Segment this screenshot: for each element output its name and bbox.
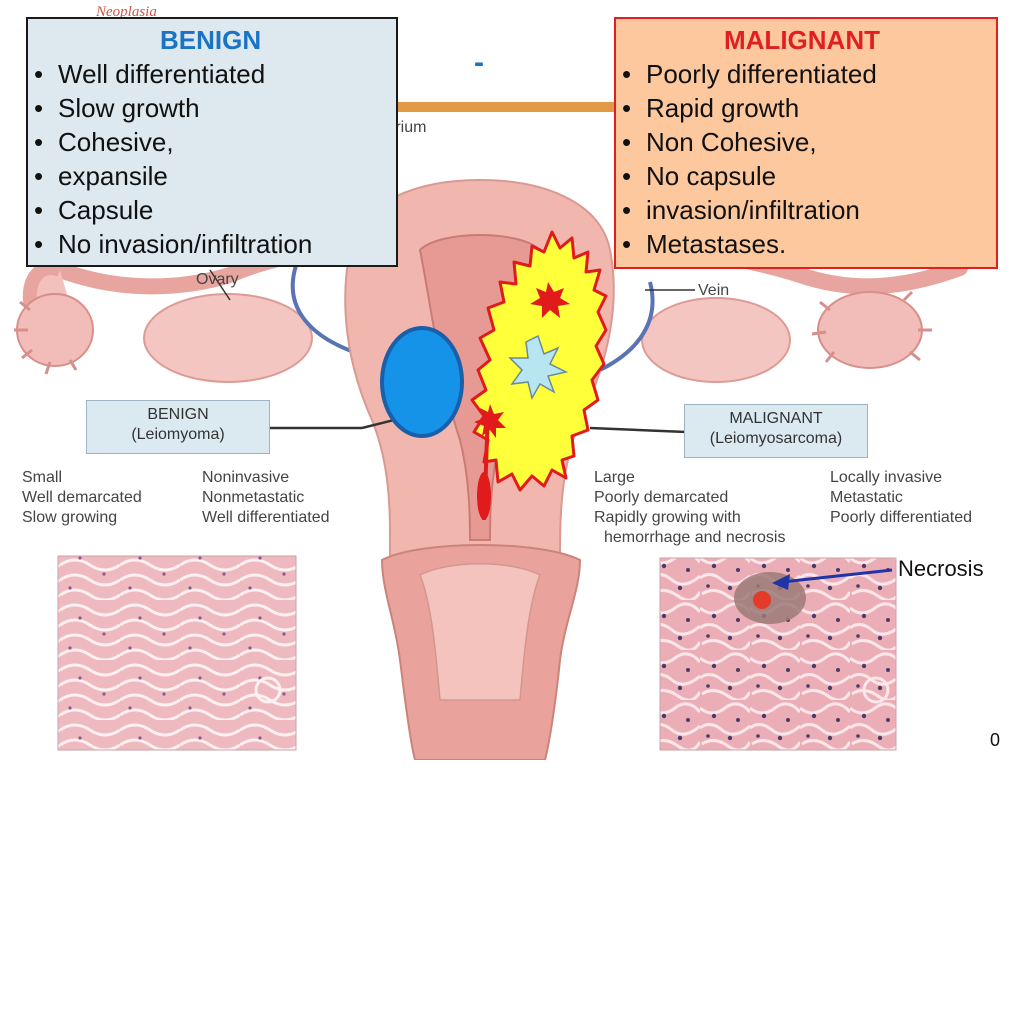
benign-box-list: •Well differentiated •Slow growth •Cohes… (34, 57, 396, 261)
malignant-feature: Poorly differentiated (830, 509, 973, 526)
benign-box-item: •Well differentiated (34, 59, 266, 89)
benign-features-col2: Noninvasive Nonmetastatic Well different… (202, 468, 329, 528)
benign-tumor-icon (380, 326, 464, 438)
malignant-features-col2: Locally invasive Metastatic Poorly diffe… (830, 468, 972, 528)
malignant-box-item: •Metastases. (622, 229, 787, 259)
malignant-box-item: •No capsule (622, 161, 777, 191)
slide-faint-title: Neoplasia (96, 4, 157, 20)
malignant-box-title: MALIGNANT (724, 25, 880, 55)
malignant-features-col1: Large Poorly demarcated Rapidly growing … (594, 468, 785, 548)
benign-box-item: •No invasion/infiltration (34, 229, 313, 259)
malignant-box-item: •Rapid growth (622, 93, 800, 123)
benign-feature: Small (22, 469, 63, 486)
benign-feature: Nonmetastatic (202, 489, 305, 506)
header-band (398, 102, 618, 112)
benign-histology-image (57, 555, 297, 751)
invasion-tendril-icon (477, 472, 491, 520)
malignant-label-line2: (Leiomyosarcoma) (709, 430, 843, 447)
malignant-box-item: •Poorly differentiated (622, 59, 877, 89)
malignant-leiomyosarcoma-label: MALIGNANT (Leiomyosarcoma) (684, 404, 868, 458)
left-ovary-icon (143, 293, 313, 383)
benign-feature: Noninvasive (202, 469, 290, 486)
ovary-label: Ovary (196, 271, 239, 288)
right-fimbriae-icon (811, 290, 932, 369)
malignant-feature: Poorly demarcated (594, 489, 729, 506)
benign-leiomyoma-label: BENIGN (Leiomyoma) (86, 400, 270, 454)
malignant-feature: hemorrhage and necrosis (604, 529, 786, 546)
malignant-feature: Rapidly growing with (594, 509, 741, 526)
malignant-box-list: •Poorly differentiated •Rapid growth •No… (622, 57, 996, 261)
malignant-feature: Metastatic (830, 489, 903, 506)
uterus-illustration (14, 102, 968, 760)
hemorrhage-star-icon (474, 404, 506, 438)
benign-box-item: •Capsule (34, 195, 154, 225)
benign-feature: Slow growing (22, 509, 118, 526)
header-dash: - (474, 46, 484, 79)
benign-summary-box: BENIGN •Well differentiated •Slow growth… (26, 17, 398, 267)
malignant-box-item: •invasion/infiltration (622, 195, 860, 225)
malignant-summary-box: MALIGNANT •Poorly differentiated •Rapid … (614, 17, 998, 269)
benign-box-item: •expansile (34, 161, 168, 191)
benign-box-title: BENIGN (160, 25, 262, 55)
malignant-label-line1: MALIGNANT (729, 410, 823, 427)
malignant-box-item: •Non Cohesive, (622, 127, 817, 157)
necrosis-star-icon (508, 334, 569, 400)
necrosis-label: Necrosis (898, 556, 984, 581)
hemorrhage-star-icon (530, 282, 570, 318)
page-number: 0 (990, 730, 1001, 750)
benign-feature: Well differentiated (202, 509, 330, 526)
benign-feature: Well demarcated (22, 489, 142, 506)
right-ovary-icon (641, 297, 791, 383)
benign-features-col1: Small Well demarcated Slow growing (22, 468, 142, 528)
malignant-feature: Large (594, 469, 635, 486)
malignant-feature: Locally invasive (830, 469, 943, 486)
benign-label-line2: (Leiomyoma) (131, 426, 225, 443)
necrosis-arrow-icon (781, 568, 893, 584)
benign-box-item: •Slow growth (34, 93, 200, 123)
left-fimbriae-icon (14, 293, 94, 375)
benign-box-item: •Cohesive, (34, 127, 174, 157)
benign-label-line1: BENIGN (147, 406, 209, 423)
vein-label: Vein (698, 282, 730, 299)
